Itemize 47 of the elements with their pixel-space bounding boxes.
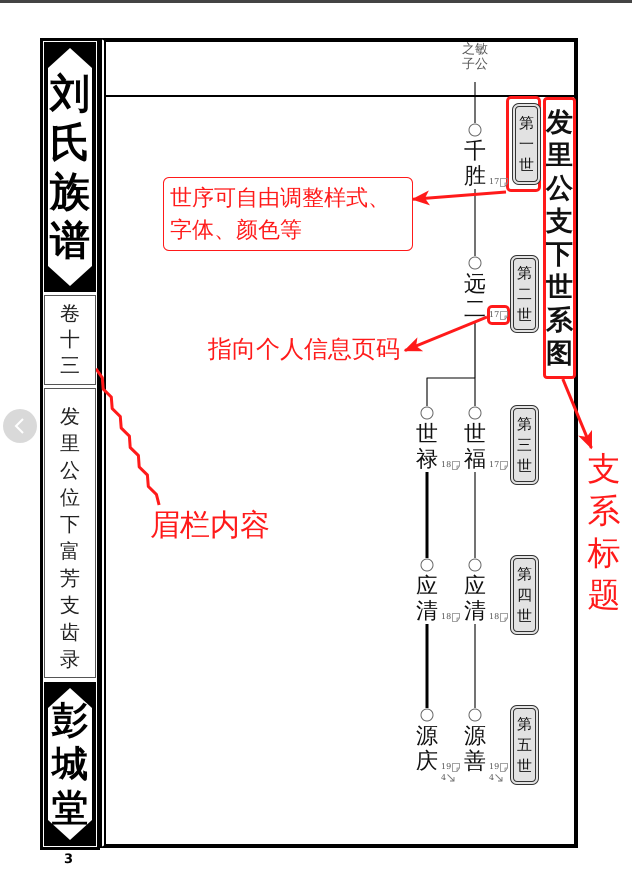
arrow xyxy=(404,316,488,352)
tree-line xyxy=(474,189,476,256)
sidebar-cell: 发里公位下富芳支齿录 xyxy=(44,388,96,678)
page-number: 4 xyxy=(441,773,446,783)
annotation-text: 指向个人信息页码 xyxy=(203,334,405,364)
generation-badge: 第一世 xyxy=(512,103,541,185)
person-name: 源庆 xyxy=(416,724,438,774)
annotation-box: 世序可自由调整样式、字体、颜色等 xyxy=(163,177,413,251)
generation-badge: 第二世 xyxy=(510,255,539,333)
page-number: 17 xyxy=(489,310,500,320)
generation-badge: 第五世 xyxy=(510,705,539,785)
page-number: 18 xyxy=(441,460,452,470)
sidebar-cell: 卷十三 xyxy=(44,295,96,385)
person-name: 世福 xyxy=(464,422,486,472)
annotation-text: 支系标题 xyxy=(587,448,621,616)
page-number: 18 xyxy=(441,612,452,622)
banner: 刘氏族谱 xyxy=(44,42,96,292)
page-number: 19 xyxy=(441,762,452,772)
tree-line xyxy=(474,322,476,406)
arrow xyxy=(561,378,593,450)
banner: 彭城堂 xyxy=(44,682,96,846)
generation-badge: 第四世 xyxy=(510,555,539,635)
generation-badge: 第三世 xyxy=(510,405,539,485)
tree-line xyxy=(474,82,476,123)
annotation-text: 眉栏内容 xyxy=(143,505,277,547)
highlight-box xyxy=(487,305,510,325)
page-number: 17 xyxy=(489,177,500,187)
page-number: 4 xyxy=(489,773,494,783)
leader-line xyxy=(94,368,161,506)
arrow xyxy=(412,190,506,206)
page-number: 18 xyxy=(489,612,500,622)
person-name: 应清 xyxy=(416,574,438,624)
person-name: 应清 xyxy=(464,574,486,624)
person-name: 远二 xyxy=(464,272,486,322)
person-name: 千胜 xyxy=(464,139,486,189)
tree-line xyxy=(426,472,428,558)
highlight-box xyxy=(506,96,541,192)
page-number: 19 xyxy=(489,762,500,772)
tree-line xyxy=(474,472,476,558)
page-number: 3 xyxy=(64,852,74,867)
tree-line xyxy=(426,624,428,708)
page-number: 17 xyxy=(489,460,500,470)
branch-title: 发里公支下世系图 xyxy=(543,97,576,379)
tree-line xyxy=(474,624,476,708)
person-name: 源善 xyxy=(464,724,486,774)
person-name: 世禄 xyxy=(416,422,438,472)
header-text: 之敏子公 xyxy=(462,42,488,74)
